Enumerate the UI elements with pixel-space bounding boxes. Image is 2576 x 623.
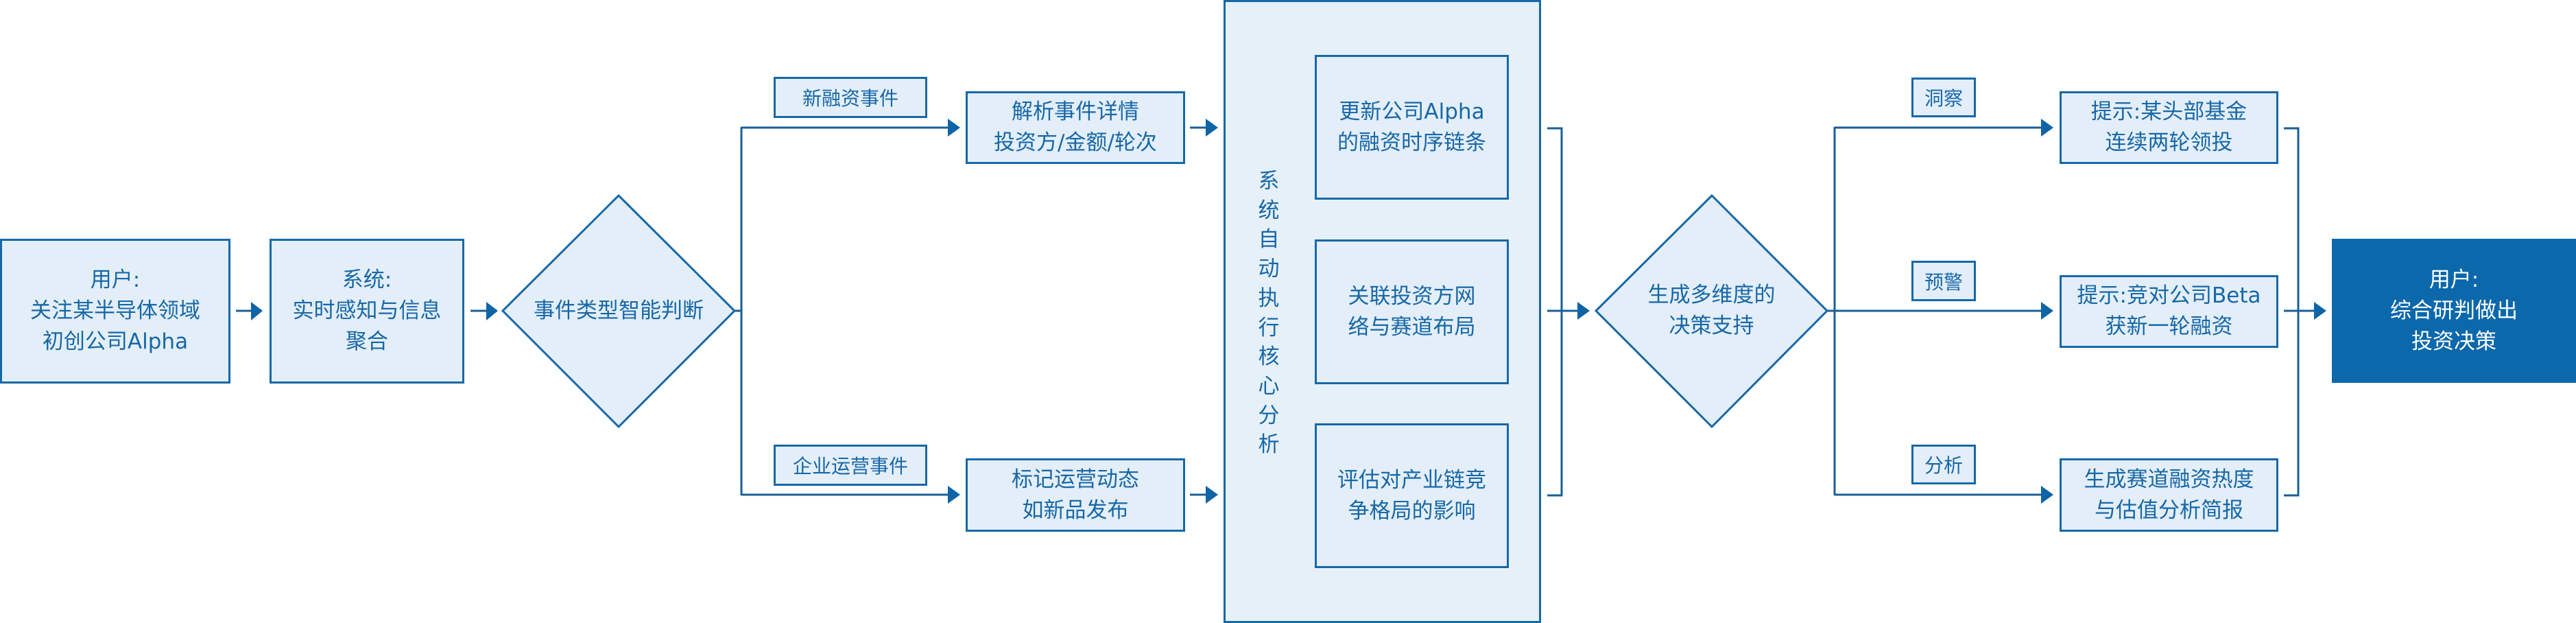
parse-details-node: 解析事件详情 投资方/金额/轮次	[966, 91, 1185, 164]
output-label-analysis: 分析	[1911, 445, 1976, 484]
label-text: 预警	[1924, 270, 1963, 294]
core-task-competition-impact: 评估对产业链竞 争格局的影响	[1315, 423, 1509, 568]
core-analysis-title: 系统自动执行核心分析	[1258, 169, 1280, 458]
node-text: 更新公司Alpha	[1339, 99, 1485, 124]
node-text: 如新品发布	[1022, 497, 1129, 523]
system-aggregate-node: 系统: 实时感知与信息 聚合	[270, 239, 464, 384]
arrowhead	[948, 119, 960, 137]
mark-operations-node: 标记运营动态 如新品发布	[966, 458, 1185, 532]
node-text: 评估对产业链竞	[1337, 467, 1486, 493]
arrowhead	[1577, 302, 1590, 320]
node-text: 标记运营动态	[1012, 467, 1139, 492]
node-text: 关联投资方网	[1348, 283, 1476, 309]
node-text: 的融资时序链条	[1337, 130, 1486, 155]
node-text: 聚合	[346, 329, 388, 354]
core-task-investor-network: 关联投资方网 络与赛道布局	[1315, 239, 1509, 384]
arrowhead	[948, 486, 960, 504]
event-judgement-label: 事件类型智能判断	[503, 274, 735, 347]
node-text: 获新一轮融资	[2105, 314, 2233, 339]
arrowhead	[1206, 486, 1218, 504]
arrowhead	[2041, 486, 2053, 504]
arrowhead	[251, 302, 263, 320]
label-text: 新融资事件	[802, 87, 898, 110]
decision-support-label: 生成多维度的 决策支持	[1596, 274, 1827, 347]
node-text: 与估值分析简报	[2095, 497, 2243, 523]
user-start-node: 用户: 关注某半导体领域 初创公司Alpha	[0, 239, 230, 384]
node-text: 综合研判做出	[2390, 298, 2518, 323]
node-text: 投资方/金额/轮次	[994, 130, 1157, 155]
output-analysis-node: 生成赛道融资热度 与估值分析简报	[2060, 458, 2278, 532]
output-warning-node: 提示:竞对公司Beta 获新一轮融资	[2060, 275, 2278, 348]
node-text: 提示:竞对公司Beta	[2077, 283, 2261, 308]
output-label-insight: 洞察	[1911, 78, 1976, 117]
user-decision-node: 用户: 综合研判做出 投资决策	[2332, 239, 2576, 383]
node-text: 用户:	[2429, 267, 2479, 292]
arrowhead	[1206, 119, 1218, 137]
label-text: 企业运营事件	[792, 455, 908, 478]
node-text: 生成赛道融资热度	[2084, 467, 2254, 492]
output-label-warning: 预警	[1911, 261, 1976, 301]
node-text: 初创公司Alpha	[42, 329, 189, 354]
label-text: 洞察	[1924, 87, 1963, 110]
label-text: 分析	[1924, 454, 1963, 477]
arrowhead	[2041, 119, 2053, 137]
branch-label-new-funding: 新融资事件	[774, 77, 927, 118]
node-text: 用户:	[90, 268, 141, 292]
node-text: 关注某半导体领域	[30, 298, 200, 323]
node-text: 生成多维度的	[1647, 283, 1776, 307]
branch-label-operations: 企业运营事件	[774, 445, 927, 486]
node-text: 争格局的影响	[1348, 498, 1476, 524]
node-text: 实时感知与信息	[292, 298, 442, 323]
node-text: 系统:	[342, 268, 392, 292]
output-insight-node: 提示:某头部基金 连续两轮领投	[2060, 91, 2278, 164]
node-text: 事件类型智能判断	[534, 298, 704, 323]
node-text: 络与赛道布局	[1348, 314, 1476, 340]
arrowhead	[2041, 302, 2053, 320]
node-text: 决策支持	[1669, 314, 1754, 338]
event-judgement-diamond	[501, 193, 737, 429]
node-text: 提示:某头部基金	[2090, 99, 2247, 124]
node-text: 连续两轮领投	[2105, 130, 2233, 155]
arrowhead	[486, 302, 498, 320]
node-text: 解析事件详情	[1012, 99, 1139, 124]
node-text: 投资决策	[2411, 329, 2496, 354]
decision-support-diamond	[1594, 193, 1829, 429]
core-task-funding-timeline: 更新公司Alpha 的融资时序链条	[1315, 55, 1509, 200]
arrowhead	[2314, 302, 2326, 320]
